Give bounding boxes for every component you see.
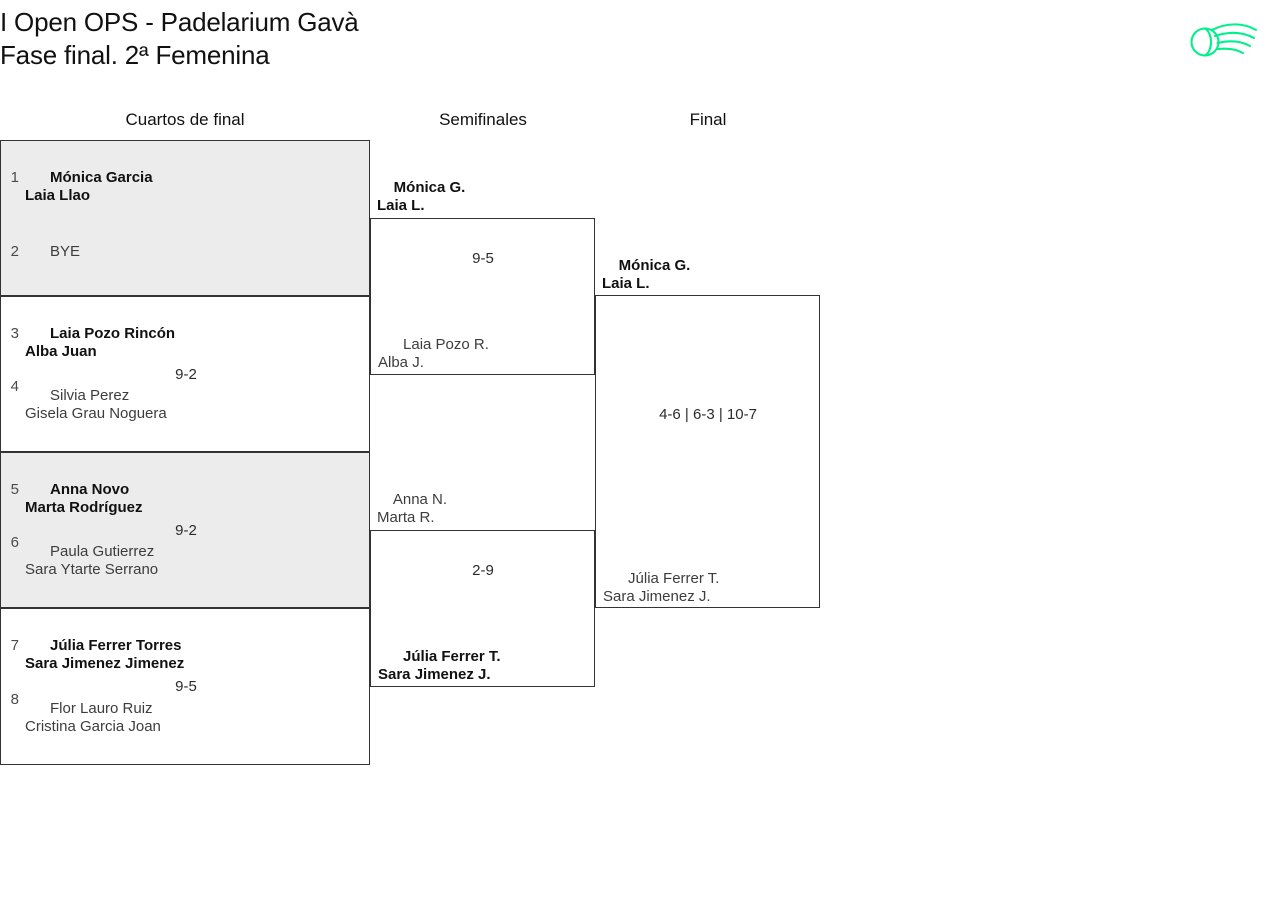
seed-number: 1 [10, 169, 19, 186]
round-header-final: Final [689, 110, 727, 129]
semifinal-1-score: 9-5 [472, 250, 494, 267]
team-line-1: Anna Novo [50, 481, 130, 498]
team-line-2: Alba J. [378, 354, 424, 371]
team-line-1: BYE [50, 243, 81, 260]
round-header-cuartos-de-final: Cuartos de final [125, 110, 245, 129]
team-line-1: Laia Pozo Rincón [50, 325, 176, 342]
team-line-1: Laia Pozo R. [403, 336, 489, 353]
semifinal-match-2[interactable]: 2-9 Júlia Ferrer T.Sara Jimenez J. [370, 530, 595, 687]
semifinal-1-team-bottom: Laia Pozo R.Alba J. [378, 318, 489, 390]
team-line-1: Júlia Ferrer T. [628, 570, 720, 587]
team-line-2: Sara Jimenez Jimenez [25, 655, 185, 672]
team-line-2: Marta R. [377, 509, 435, 526]
final-team-bottom: Júlia Ferrer T.Sara Jimenez J. [603, 552, 719, 624]
semifinal-2-team-top: Anna N.Marta R. [377, 473, 447, 545]
semifinal-2-score: 2-9 [472, 562, 494, 579]
seed-number: 5 [10, 481, 19, 498]
team-line-1: Flor Lauro Ruiz [50, 700, 153, 717]
team-line-1: Mónica G. [618, 257, 691, 274]
page-title-line-2: Fase final. 2ª Femenina [0, 40, 270, 70]
quarterfinal-3-score: 9-2 [175, 522, 197, 539]
final-match[interactable]: 4-6 | 6-3 | 10-7 Júlia Ferrer T.Sara Jim… [595, 295, 820, 608]
team-line-2: Sara Jimenez J. [378, 666, 491, 683]
final-team-top: Mónica G.Laia L. [602, 239, 690, 311]
team-line-2: Laia L. [377, 197, 425, 214]
final-score: 4-6 | 6-3 | 10-7 [659, 406, 757, 423]
team-line-2: Sara Ytarte Serrano [25, 561, 159, 578]
quarterfinal-1-team-bottom: 2 BYE [11, 225, 81, 279]
team-line-1: Júlia Ferrer T. [403, 648, 501, 665]
round-header-semifinales: Semifinales [439, 110, 527, 129]
semifinal-2-team-bottom: Júlia Ferrer T.Sara Jimenez J. [378, 630, 501, 702]
team-line-2: Laia Llao [25, 187, 91, 204]
team-line-2: Cristina Garcia Joan [25, 718, 161, 735]
quarterfinal-2-score: 9-2 [175, 366, 197, 383]
team-line-2: Marta Rodríguez [25, 499, 143, 516]
semifinal-match-1[interactable]: 9-5 Laia Pozo R.Alba J. [370, 218, 595, 375]
team-line-2: Gisela Grau Noguera [25, 405, 167, 422]
team-line-1: Paula Gutierrez [50, 543, 155, 560]
padel-ball-swoosh-logo [1188, 18, 1260, 66]
team-line-1: Anna N. [392, 491, 448, 508]
seed-number: 7 [10, 637, 19, 654]
team-line-2: Laia L. [602, 275, 650, 292]
team-line-2: Alba Juan [25, 343, 97, 360]
quarterfinal-4-score: 9-5 [175, 678, 197, 695]
team-line-1: Mónica G. [393, 179, 466, 196]
team-line-2: Sara Jimenez J. [603, 588, 711, 605]
seed-number: 3 [10, 325, 19, 342]
seed-number: 2 [10, 243, 19, 260]
page-title-line-1: I Open OPS - Padelarium Gavà [0, 7, 359, 37]
team-line-1: Silvia Perez [50, 387, 130, 404]
seed-number: 6 [10, 534, 19, 551]
team-line-1: Júlia Ferrer Torres [50, 637, 182, 654]
seed-number: 8 [10, 691, 19, 708]
semifinal-1-team-top: Mónica G.Laia L. [377, 161, 465, 233]
team-line-1: Mónica Garcia [50, 169, 153, 186]
seed-number: 4 [10, 378, 19, 395]
